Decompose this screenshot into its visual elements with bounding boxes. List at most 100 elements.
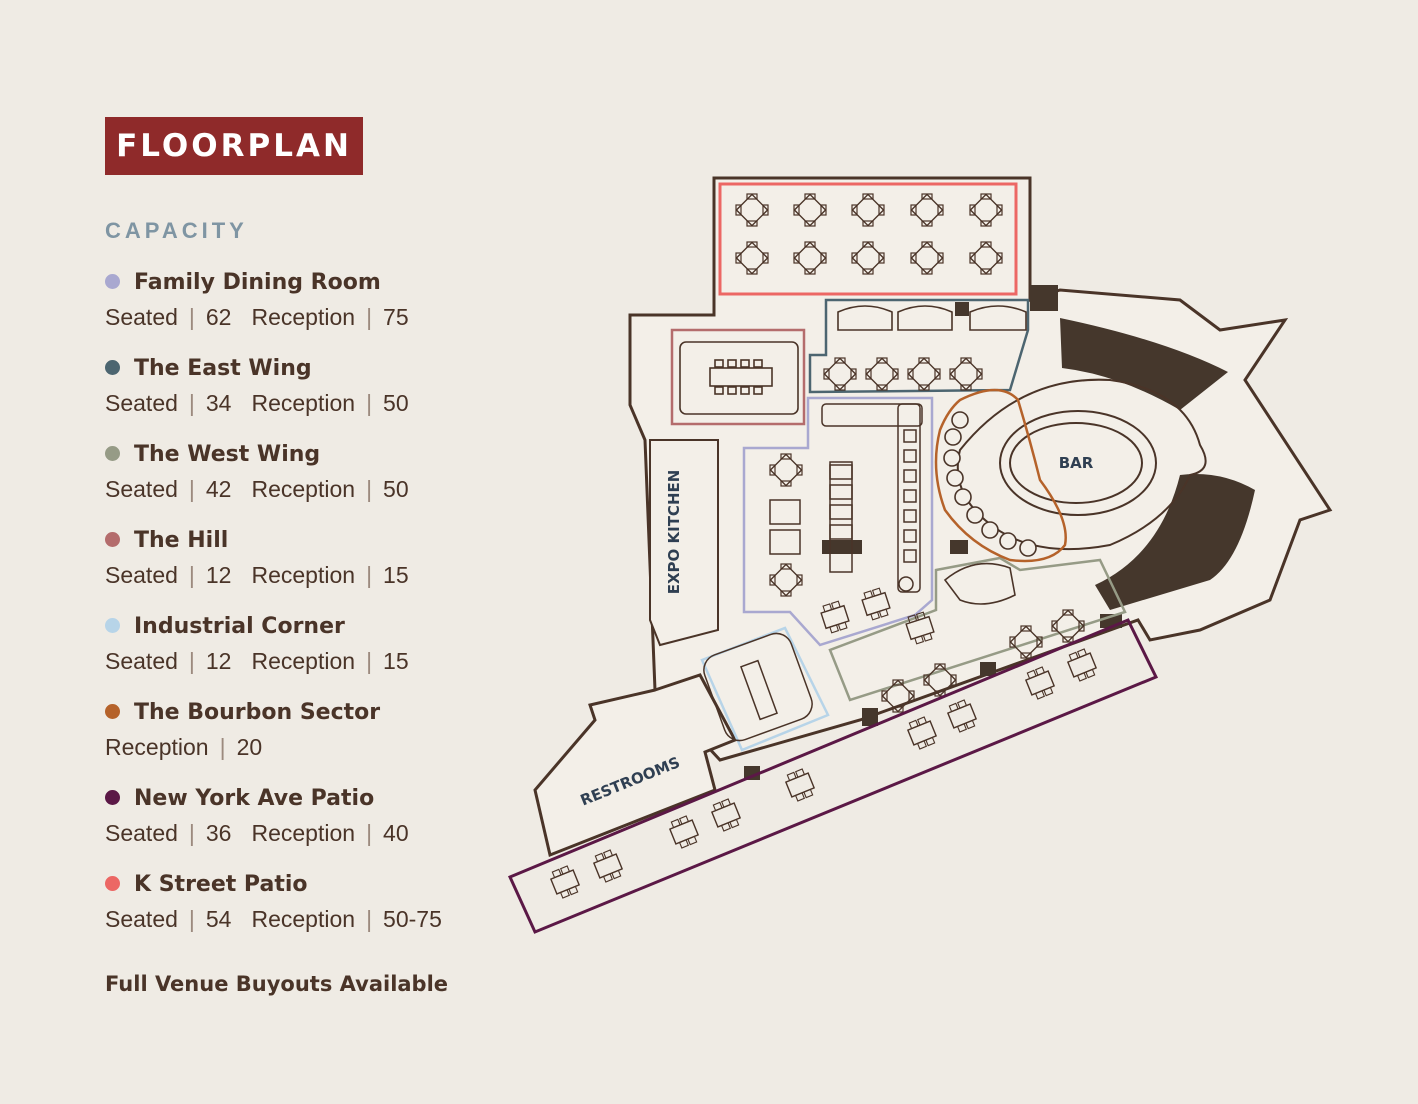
zone-the-hill (670, 328, 806, 426)
room-capacity: Seated | 54 Reception | 50-75 (105, 904, 442, 934)
room-name: Industrial Corner (105, 612, 345, 642)
east-wing-booths (837, 305, 1027, 331)
room-name: The East Wing (105, 354, 312, 384)
zone-k-street-patio (718, 182, 1018, 296)
room-color-dot (105, 531, 120, 547)
capacity-label: Seated (105, 648, 178, 674)
room-name: New York Ave Patio (105, 784, 374, 814)
separator: | (188, 820, 195, 846)
room-name-text: The Bourbon Sector (134, 700, 381, 725)
capacity-label: Reception (251, 390, 356, 416)
the-hill-table (679, 341, 799, 415)
separator: | (188, 304, 195, 330)
room-name-text: The West Wing (134, 442, 321, 467)
room-name-text: Family Dining Room (134, 270, 381, 295)
room-name: The Bourbon Sector (105, 698, 380, 728)
restroom-wing (533, 673, 738, 858)
capacity-value: 12 (205, 648, 232, 674)
expo-kitchen-label: EXPO KITCHEN (665, 470, 683, 595)
bar-outline (956, 378, 1207, 551)
room-capacity: Seated | 12 Reception | 15 (105, 560, 409, 590)
room-capacity: Seated | 62 Reception | 75 (105, 302, 409, 332)
page-title: FLOORPLAN (105, 117, 363, 175)
separator: | (219, 734, 226, 760)
room-color-dot (105, 359, 120, 375)
capacity-label: Reception (251, 820, 356, 846)
separator: | (366, 820, 373, 846)
family-dining-tables (769, 403, 923, 593)
capacity-label: Seated (105, 562, 178, 588)
room-color-dot (105, 875, 120, 891)
capacity-label: Reception (251, 648, 356, 674)
room-capacity: Reception | 20 (105, 732, 262, 762)
capacity-value: 50-75 (383, 906, 442, 932)
room-name: K Street Patio (105, 870, 308, 900)
capacity-value: 54 (205, 906, 232, 932)
capacity-value: 20 (236, 734, 263, 760)
separator: | (366, 562, 373, 588)
separator: | (366, 906, 373, 932)
room-name: The West Wing (105, 440, 320, 470)
zone-new-york-ave-patio (507, 618, 1159, 934)
separator: | (188, 562, 195, 588)
buyout-note: Full Venue Buyouts Available (105, 972, 449, 996)
room-color-dot (105, 617, 120, 633)
room-color-dot (105, 273, 120, 289)
zone-west-wing (828, 556, 1127, 702)
capacity-label: Reception (251, 304, 356, 330)
capacity-label: Seated (105, 820, 178, 846)
capacity-label: Reception (105, 734, 209, 760)
building-walls (628, 176, 1333, 762)
capacity-value: 42 (205, 476, 232, 502)
room-name-text: K Street Patio (134, 872, 308, 897)
zone-family-dining-room (742, 396, 934, 647)
bar-label: BAR (1059, 454, 1094, 472)
separator: | (188, 648, 195, 674)
zone-bourbon-sector (934, 388, 1067, 563)
capacity-value: 50 (383, 476, 409, 502)
bar-stools (943, 411, 1037, 557)
room-name-text: New York Ave Patio (134, 786, 375, 811)
capacity-label: Seated (105, 476, 178, 502)
capacity-label: Seated (105, 390, 178, 416)
capacity-label: Seated (105, 304, 178, 330)
capacity-value: 15 (383, 562, 409, 588)
industrial-corner-table (703, 632, 813, 742)
room-color-dot (105, 445, 120, 461)
separator: | (366, 648, 373, 674)
bar-structure (1030, 285, 1255, 610)
zone-east-wing (808, 298, 1030, 394)
separator: | (366, 304, 373, 330)
capacity-value: 40 (383, 820, 409, 846)
west-wing-booth (943, 562, 1016, 605)
capacity-value: 62 (205, 304, 232, 330)
room-name-text: The Hill (134, 528, 229, 553)
capacity-value: 15 (383, 648, 409, 674)
capacity-label: Reception (251, 476, 356, 502)
separator: | (188, 906, 195, 932)
separator: | (366, 476, 373, 502)
room-capacity: Seated | 12 Reception | 15 (105, 646, 409, 676)
separator: | (366, 390, 373, 416)
capacity-label: Reception (251, 906, 356, 932)
expo-kitchen-room (649, 439, 719, 647)
capacity-value: 50 (383, 390, 409, 416)
capacity-label: Reception (251, 562, 356, 588)
room-name-text: Industrial Corner (134, 614, 345, 639)
capacity-value: 12 (205, 562, 232, 588)
room-name-text: The East Wing (134, 356, 312, 381)
capacity-value: 75 (383, 304, 409, 330)
capacity-label: Seated (105, 906, 178, 932)
